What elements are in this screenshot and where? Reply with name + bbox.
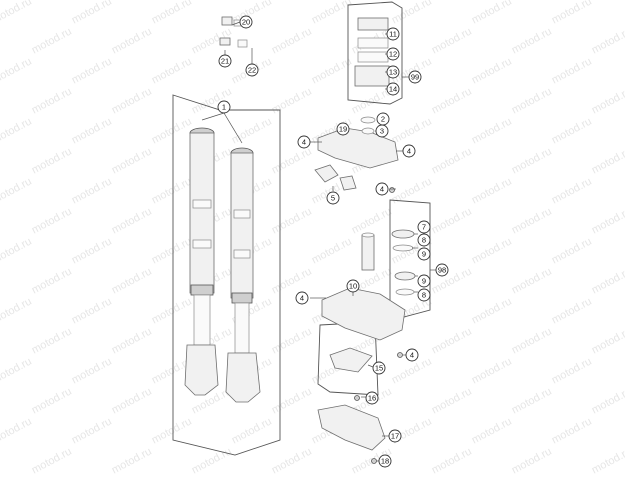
callout-9b: 9 <box>417 274 431 288</box>
callout-label-5: 5 <box>331 194 335 203</box>
bearing-kit-98-frame <box>389 199 431 319</box>
callout-13: 13 <box>386 65 400 79</box>
callout-label-99: 99 <box>411 73 419 82</box>
callout-label-4c: 4 <box>380 185 384 194</box>
callout-2: 2 <box>376 112 390 126</box>
callout-label-4b: 4 <box>407 147 411 156</box>
callout-21: 21 <box>218 54 232 68</box>
callout-label-16: 16 <box>368 394 376 403</box>
callout-4e: 4 <box>405 348 419 362</box>
callout-4d: 4 <box>295 291 309 305</box>
callout-4a: 4 <box>297 135 311 149</box>
callout-7: 7 <box>417 220 431 234</box>
steering-stem <box>361 232 375 271</box>
callout-label-21: 21 <box>221 57 229 66</box>
callout-label-12: 12 <box>389 50 397 59</box>
callout-17: 17 <box>388 429 402 443</box>
callout-18: 18 <box>378 454 392 468</box>
callout-5: 5 <box>326 191 340 205</box>
callout-label-7: 7 <box>422 223 426 232</box>
callout-3: 3 <box>375 124 389 138</box>
callout-8a: 8 <box>417 233 431 247</box>
callout-label-4d: 4 <box>300 294 304 303</box>
fork-assembly-frame <box>172 94 281 456</box>
callout-14: 14 <box>386 82 400 96</box>
bearing-kit-99-parts <box>354 17 390 87</box>
callout-label-98: 98 <box>438 266 446 275</box>
callout-label-17: 17 <box>391 432 399 441</box>
fork-leg-left <box>184 127 219 396</box>
callout-11: 11 <box>386 27 400 41</box>
callout-label-14: 14 <box>389 85 397 94</box>
callout-99: 99 <box>408 70 422 84</box>
callout-label-9a: 9 <box>422 250 426 259</box>
bearing-kit-99-frame <box>347 1 403 105</box>
callout-22: 22 <box>245 63 259 77</box>
callout-19: 19 <box>336 122 350 136</box>
callout-4c: 4 <box>375 182 389 196</box>
callout-8b: 8 <box>417 288 431 302</box>
callout-label-3: 3 <box>380 127 384 136</box>
headlight-mask-17 <box>317 404 386 451</box>
upper-triple-clamp <box>317 116 399 169</box>
callout-label-11: 11 <box>389 30 397 39</box>
callout-label-4a: 4 <box>302 138 306 147</box>
callout-label-10: 10 <box>349 282 357 291</box>
cable-holder-5 <box>314 164 357 191</box>
callout-label-8a: 8 <box>422 236 426 245</box>
callout-15: 15 <box>372 361 386 375</box>
callout-label-20: 20 <box>242 18 250 27</box>
callout-16: 16 <box>365 391 379 405</box>
bearing-kit-98-parts <box>391 229 416 296</box>
callout-9a: 9 <box>417 247 431 261</box>
callout-label-15: 15 <box>375 364 383 373</box>
callout-label-9b: 9 <box>422 277 426 286</box>
callout-label-1: 1 <box>222 103 226 112</box>
callout-label-13: 13 <box>389 68 397 77</box>
callout-20: 20 <box>239 15 253 29</box>
callout-12: 12 <box>386 47 400 61</box>
callout-label-18: 18 <box>381 457 389 466</box>
callout-label-22: 22 <box>248 66 256 75</box>
callout-4b: 4 <box>402 144 416 158</box>
callout-label-2: 2 <box>381 115 385 124</box>
callout-98: 98 <box>435 263 449 277</box>
fork-leg-right <box>225 147 261 403</box>
callout-label-4e: 4 <box>410 351 414 360</box>
callout-label-19: 19 <box>339 125 347 134</box>
callout-1: 1 <box>217 100 231 114</box>
callout-10: 10 <box>346 279 360 293</box>
lower-clamp-part-15 <box>329 347 373 373</box>
lower-triple-clamp <box>321 287 406 341</box>
callout-label-8b: 8 <box>422 291 426 300</box>
